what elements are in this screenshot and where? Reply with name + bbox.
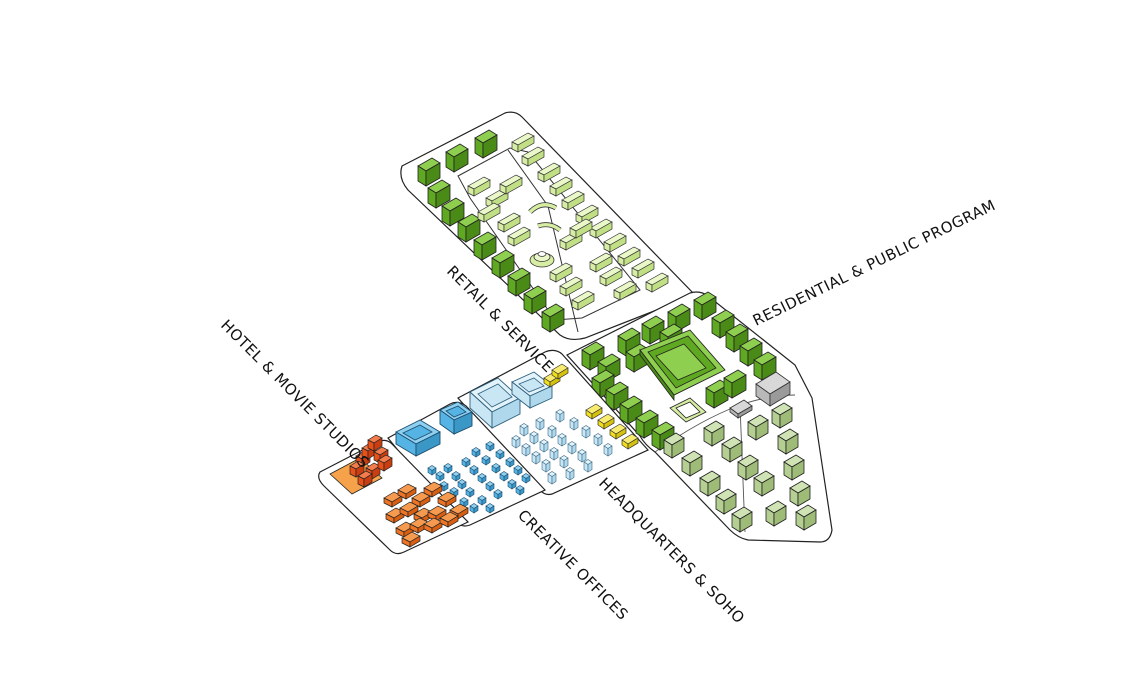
retail-plaza [528,202,562,268]
public-tower [729,371,791,419]
headquarters-hq-buildings [469,371,553,430]
creative-zone [387,401,547,527]
label-residential-public: RESIDENTIAL & PUBLIC PROGRAM [750,196,999,330]
public-center [639,329,726,423]
residential-zone [566,291,833,543]
creative-main-buildings [395,401,473,457]
headquarters-zone [457,349,649,496]
label-hotel-movie-studios: HOTEL & MOVIE STUDIOS [217,316,373,472]
hotel-zone [318,434,470,555]
label-creative-offices: CREATIVE OFFICES [514,506,632,624]
retail-zone [400,111,697,341]
